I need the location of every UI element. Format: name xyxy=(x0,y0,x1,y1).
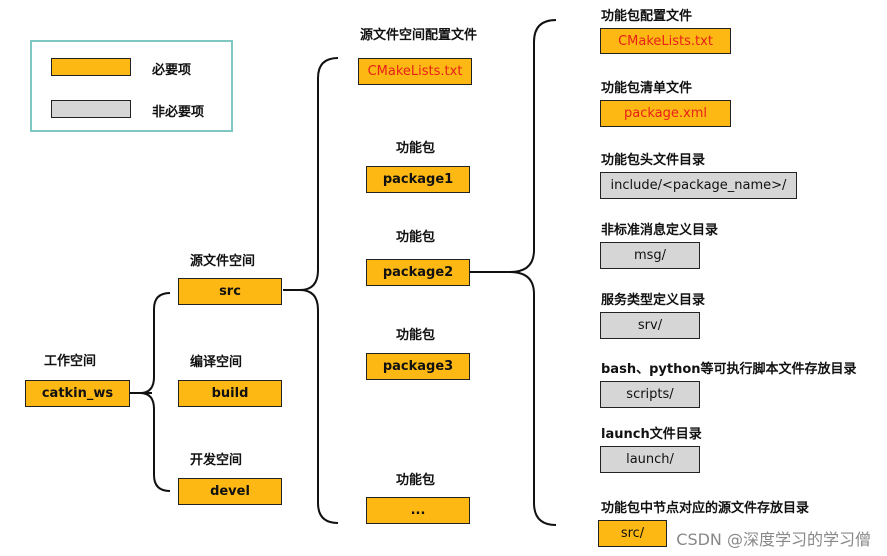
content-box-srv: srv/ xyxy=(600,312,700,339)
package-box-more: ... xyxy=(366,497,470,524)
legend-optional-label: 非必要项 xyxy=(152,105,205,120)
package-box-1: package1 xyxy=(366,166,470,193)
src-config-box: CMakeLists.txt xyxy=(358,58,472,85)
content-label-launch: launch文件目录 xyxy=(601,427,702,442)
legend: 必要项 非必要项 xyxy=(30,40,233,132)
workspace-box: catkin_ws xyxy=(25,380,130,407)
watermark: CSDN @深度学习的学习僧 xyxy=(676,530,871,549)
package-label-3: 功能包 xyxy=(396,328,436,343)
content-box-src: src/ xyxy=(598,520,667,547)
content-box-include: include/<package_name>/ xyxy=(600,172,797,199)
package-label-1: 功能包 xyxy=(396,141,436,156)
legend-optional-swatch xyxy=(51,100,131,118)
package-box-3: package3 xyxy=(366,353,470,380)
space-box-src: src xyxy=(178,278,282,305)
package-label-2: 功能包 xyxy=(396,230,436,245)
content-label-scripts: bash、python等可执行脚本文件存放目录 xyxy=(601,362,857,377)
space-box-build: build xyxy=(178,380,282,407)
content-label-package-xml: 功能包清单文件 xyxy=(601,81,693,96)
content-box-scripts: scripts/ xyxy=(600,381,700,408)
content-label-src: 功能包中节点对应的源文件存放目录 xyxy=(601,501,810,516)
content-box-launch: launch/ xyxy=(600,446,700,473)
content-label-msg: 非标准消息定义目录 xyxy=(601,223,719,238)
content-label-cmakelists: 功能包配置文件 xyxy=(601,9,693,24)
space-label-build: 编译空间 xyxy=(190,355,243,370)
content-label-include: 功能包头文件目录 xyxy=(601,153,706,168)
content-box-msg: msg/ xyxy=(600,242,700,269)
content-box-package-xml: package.xml xyxy=(600,100,731,127)
workspace-label: 工作空间 xyxy=(44,354,97,369)
space-box-devel: devel xyxy=(178,478,282,505)
src-config-label: 源文件空间配置文件 xyxy=(360,28,478,43)
legend-required-label: 必要项 xyxy=(152,63,192,78)
content-label-srv: 服务类型定义目录 xyxy=(601,293,706,308)
space-label-devel: 开发空间 xyxy=(190,453,243,468)
package-label-more: 功能包 xyxy=(396,473,436,488)
space-label-src: 源文件空间 xyxy=(190,254,256,269)
package-box-2: package2 xyxy=(366,259,470,286)
legend-required-swatch xyxy=(51,58,131,76)
content-box-cmakelists: CMakeLists.txt xyxy=(600,28,731,54)
